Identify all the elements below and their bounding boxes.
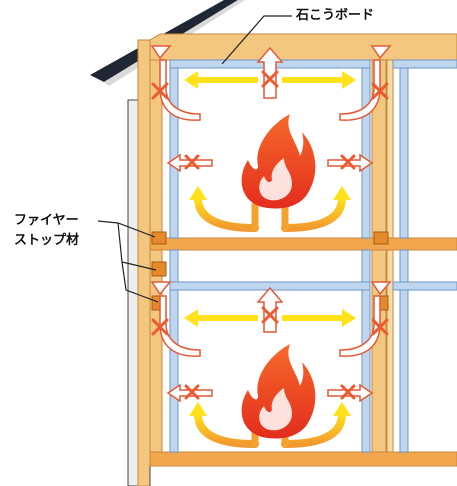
leader-lines: [97, 15, 292, 303]
fire-stop-label-line2: ストップ材: [14, 233, 80, 248]
lower-flame-inner: [259, 388, 292, 431]
fire-stop-label-line1: ファイヤー: [14, 213, 79, 228]
upper-heat-arrows-bottom: [189, 186, 351, 232]
upper-floor-unit: [150, 45, 392, 232]
top-plate: [149, 33, 457, 61]
lower-floor-unit: [150, 281, 392, 448]
exterior-wall: [127, 39, 151, 486]
upper-flame-inner: [259, 158, 292, 201]
lower-x-marks: [151, 306, 389, 400]
lower-heat-arrows-top: [184, 309, 356, 327]
upper-heat-arrows-top: [184, 71, 356, 89]
upper-x-marks: [151, 70, 389, 170]
gypsum-board-label: 石こうボード: [296, 8, 375, 23]
